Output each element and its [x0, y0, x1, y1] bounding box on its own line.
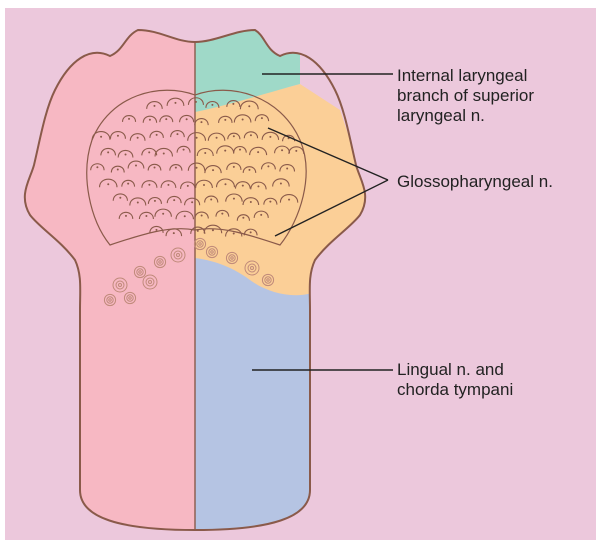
tonsil-bump-dot [248, 105, 250, 107]
tonsil-bump-dot [191, 201, 193, 203]
tonsil-bump-dot [233, 198, 235, 200]
internal-laryngeal-label: Internal laryngeal branch of superior la… [397, 66, 534, 126]
tonsil-bump-dot [242, 119, 244, 121]
tonsil-bump-dot [196, 137, 198, 139]
tonsil-bump-dot [174, 102, 176, 104]
tonsil-bump-dot [250, 134, 252, 136]
tonsil-bump-dot [250, 201, 252, 203]
tonsil-bump-dot [173, 199, 175, 201]
tonsil-bump-dot [281, 149, 283, 151]
tonsil-bump-dot [260, 214, 262, 216]
tonsil-bump-dot [135, 165, 137, 167]
tonsil-bump-dot [127, 183, 129, 185]
lingual-label-line1: Lingual n. and [397, 360, 513, 380]
tonsil-bump-dot [149, 119, 151, 121]
tonsil-bump-dot [155, 229, 157, 231]
tonsil-bump-dot [210, 198, 212, 200]
tonsil-bump-dot [107, 151, 109, 153]
tonsil-bump-dot [195, 101, 197, 103]
tonsil-bump-dot [216, 137, 218, 139]
tonsil-bump-dot [257, 185, 259, 187]
tonsil-bump-dot [233, 166, 235, 168]
tonsil-bump-dot [100, 136, 102, 138]
tonsil-bump-dot [288, 199, 290, 201]
tonsil-bump-dot [242, 185, 244, 187]
tonsil-bump-dot [107, 183, 109, 185]
tonsil-bump-dot [153, 105, 155, 107]
tonsil-bump-dot [248, 169, 250, 171]
glossopharyngeal-label: Glossopharyngeal n. [397, 172, 553, 192]
tonsil-bump-dot [232, 103, 234, 105]
tonsil-bump-dot [148, 184, 150, 186]
tonsil-bump-dot [175, 167, 177, 169]
tonsil-bump-dot [212, 229, 214, 231]
tonsil-bump-dot [196, 167, 198, 169]
tonsil-bump-dot [176, 133, 178, 135]
tonsil-bump-dot [154, 200, 156, 202]
tonsil-bump-dot [162, 213, 164, 215]
tonsil-bump-dot [200, 121, 202, 123]
tonsil-bump-dot [186, 118, 188, 120]
internal-laryngeal-label-line3: laryngeal n. [397, 106, 534, 126]
tonsil-bump-dot [250, 231, 252, 233]
tonsil-bump-dot [96, 166, 98, 168]
internal-laryngeal-label-line1: Internal laryngeal [397, 66, 534, 86]
tonsil-bump-dot [125, 153, 127, 155]
tonsil-bump-dot [269, 201, 271, 203]
tonsil-bump-dot [183, 149, 185, 151]
lingual-label-line2: chorda tympani [397, 380, 513, 400]
tonsil-bump-dot [233, 135, 235, 137]
tonsil-bump-dot [128, 118, 130, 120]
tonsil-bump-dot [173, 232, 175, 234]
tonsil-bump-dot [224, 150, 226, 152]
tonsil-bump-dot [239, 149, 241, 151]
tonsil-bump-dot [211, 104, 213, 106]
tonsil-bump-dot [167, 184, 169, 186]
tonsil-bump-dot [201, 215, 203, 217]
tonsil-bump-dot [117, 168, 119, 170]
tonsil-bump-dot [286, 168, 288, 170]
internal-laryngeal-label-line2: branch of superior [397, 86, 534, 106]
tonsil-bump-dot [137, 201, 139, 203]
tonsil-bump-dot [163, 152, 165, 154]
tonsil-bump-dot [204, 152, 206, 154]
tonsil-bump-dot [224, 183, 226, 185]
tonsil-bump-dot [212, 169, 214, 171]
tonsil-bump-dot [280, 182, 282, 184]
tonsil-bump-dot [257, 151, 259, 153]
lingual-label: Lingual n. and chorda tympani [397, 360, 513, 400]
tonsil-bump-dot [119, 197, 121, 199]
tonsil-bump-dot [165, 118, 167, 120]
tonsil-bump-dot [242, 217, 244, 219]
tonsil-bump-dot [221, 213, 223, 215]
tonsil-bump-dot [261, 117, 263, 119]
tonsil-bump-dot [267, 165, 269, 167]
tonsil-bump-dot [269, 136, 271, 138]
tonsil-bump-dot [224, 119, 226, 121]
tonsil-bump-dot [117, 135, 119, 137]
tonsil-bump-dot [203, 184, 205, 186]
tonsil-bump-dot [233, 232, 235, 234]
tonsil-bump-dot [187, 185, 189, 187]
tonsil-bump-dot [145, 215, 147, 217]
tonsil-bump-dot [125, 215, 127, 217]
tonsil-bump-dot [184, 215, 186, 217]
tonsil-bump-dot [295, 150, 297, 152]
tonsil-bump-dot [148, 151, 150, 153]
tonsil-bump-dot [197, 230, 199, 232]
tonsil-bump-dot [154, 167, 156, 169]
tonsil-bump-dot [137, 137, 139, 139]
tonsil-bump-dot [156, 134, 158, 136]
